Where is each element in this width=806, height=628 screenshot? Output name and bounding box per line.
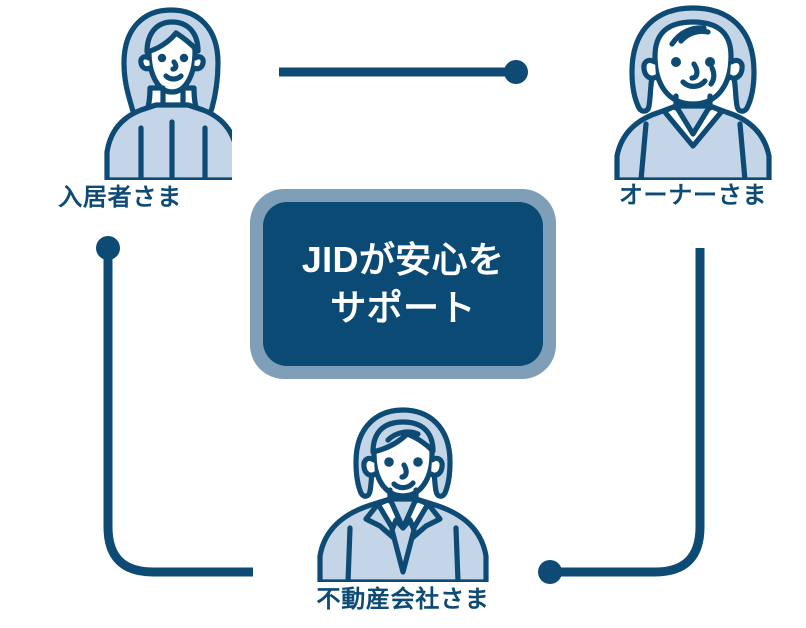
actor-agency: 不動産会社さま: [288, 404, 518, 612]
center-badge: JIDが安心を サポート: [250, 189, 556, 379]
connector-dot-bottom-right: [538, 560, 562, 584]
center-badge-line-2: サポート: [330, 287, 476, 328]
actor-label-agency: 不動産会社さま: [316, 586, 490, 613]
two-people-icon: [104, 7, 232, 180]
connector-dot-top-right: [504, 60, 528, 84]
older-man-icon: [614, 5, 772, 180]
actor-label-owner: オーナーさま: [618, 182, 768, 209]
connector-owner-to-agency: [538, 248, 705, 584]
center-badge-line-1: JIDが安心を: [301, 239, 505, 281]
connector-tenants-to-owner: [279, 60, 528, 84]
connector-line-left: [103, 252, 253, 577]
connector-line-right: [553, 248, 705, 577]
connector-dot-left-top: [96, 236, 120, 260]
center-badge-inner: JIDが安心を サポート: [263, 202, 543, 366]
actor-tenants: 入居者さま: [8, 0, 232, 210]
actor-owner: オーナーさま: [588, 0, 798, 208]
connector-tenants-to-agency: [96, 236, 253, 577]
actor-label-tenants: 入居者さま: [58, 184, 182, 211]
businessman-suit-icon: [317, 407, 489, 582]
